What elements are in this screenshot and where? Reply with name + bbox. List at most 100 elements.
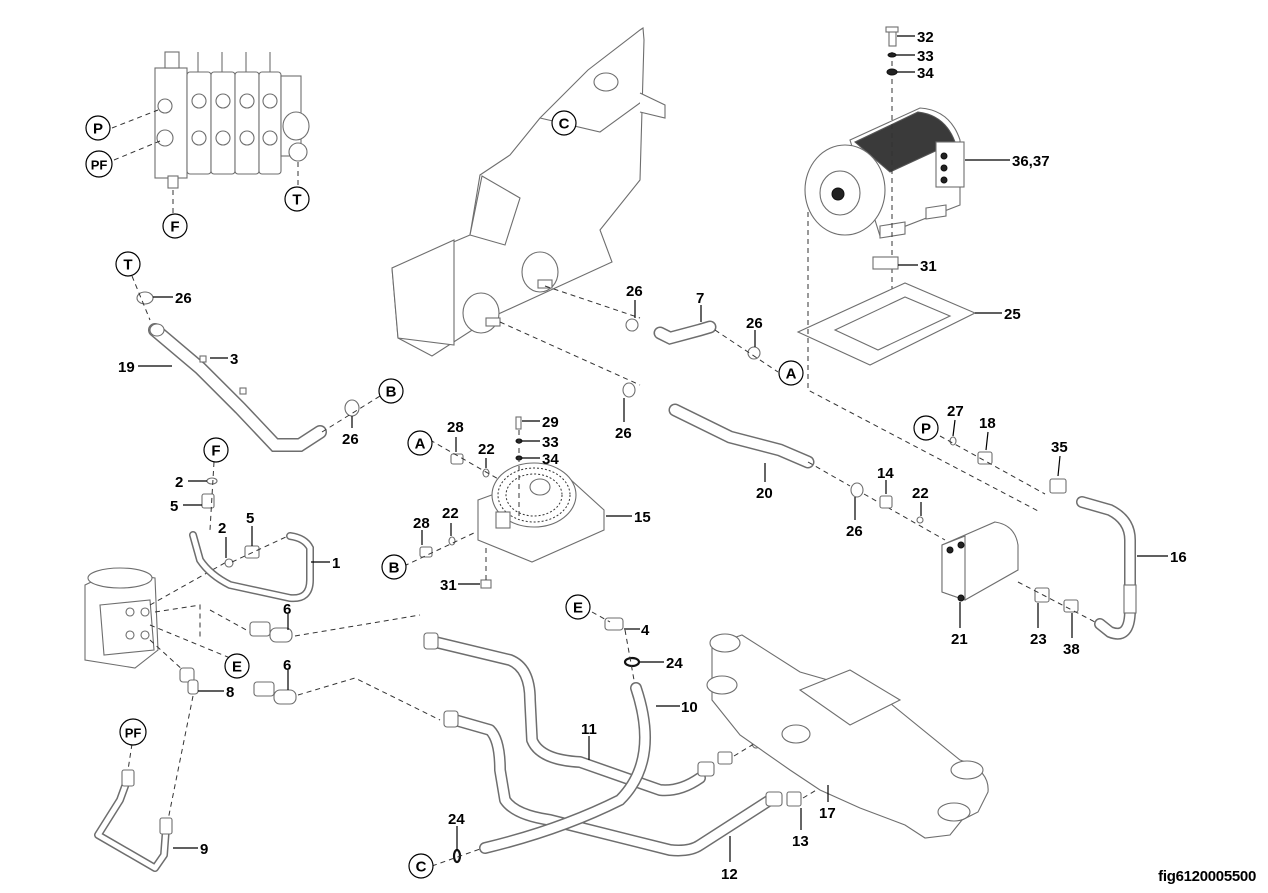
callout-12: 12 [721, 866, 738, 883]
hose-10 [479, 682, 651, 854]
elbow-6-b [253, 681, 297, 705]
svg-text:E: E [232, 659, 242, 676]
oring-2-b [224, 558, 234, 568]
ref-marker-P-pump: P [913, 415, 939, 441]
callout-2-top: 2 [175, 474, 183, 491]
callout-14: 14 [877, 465, 894, 482]
svg-text:B: B [389, 560, 400, 577]
ref-marker-A-hose7: A [778, 360, 804, 386]
callout-22-a: 22 [478, 441, 495, 458]
oil-cooler-fan [477, 462, 605, 563]
svg-text:C: C [416, 859, 427, 876]
svg-text:T: T [292, 192, 301, 209]
cooler-bolt-29 [515, 416, 523, 461]
clamp-26-e [622, 382, 636, 398]
hose-12 [443, 710, 783, 857]
callout-19: 19 [118, 359, 135, 376]
figure-id: fig6120005500 [1158, 868, 1256, 885]
clamp-24-a [623, 656, 641, 668]
steering-unit [84, 567, 159, 669]
clamp-26-b [344, 399, 360, 417]
ref-marker-T-hose19: T [115, 251, 141, 277]
motor-mounting-plate [796, 282, 977, 366]
ref-marker-PF-pipe9: PF [119, 718, 147, 746]
hose-20 [668, 403, 815, 469]
callout-13: 13 [792, 833, 809, 850]
callout-35: 35 [1051, 439, 1068, 456]
callout-6-b: 6 [283, 657, 291, 674]
callout-26-hose19-top: 26 [175, 290, 192, 307]
callout-36-37: 36,37 [1012, 153, 1050, 170]
elbow-8 [179, 667, 199, 695]
callouts: 32 33 34 36,37 31 25 26 19 3 26 26 7 26 … [118, 29, 1187, 883]
clamp-26-d [747, 346, 761, 360]
ref-marker-F-steer: F [203, 437, 229, 463]
callout-8: 8 [226, 684, 234, 701]
callout-5-top: 5 [170, 498, 178, 515]
fitting-4 [604, 617, 624, 631]
callout-11: 11 [581, 721, 597, 738]
ref-marker-P-valve: P [85, 115, 111, 141]
gear-pump [941, 521, 1019, 602]
ref-marker-B-cooler: B [381, 554, 407, 580]
oring-27 [949, 436, 957, 446]
fitting-14 [879, 495, 893, 509]
clamp-26-c [625, 318, 639, 332]
pipe-1 [189, 531, 314, 603]
svg-text:A: A [786, 366, 797, 383]
callout-10: 10 [681, 699, 698, 716]
callout-6-a: 6 [283, 601, 291, 618]
callout-26-hose19-bottom: 26 [342, 431, 359, 448]
callout-7: 7 [696, 290, 704, 307]
callout-31-cooler: 31 [440, 577, 457, 594]
svg-text:C: C [559, 116, 570, 133]
suction-hose-19 [148, 323, 327, 452]
ref-marker-E-fitting4: E [565, 594, 591, 620]
oring-22-a [482, 468, 490, 478]
callout-20: 20 [756, 485, 773, 502]
fitting-28-b [419, 546, 433, 558]
callout-2-mid: 2 [218, 520, 226, 537]
svg-text:P: P [93, 121, 103, 138]
callout-23: 23 [1030, 631, 1047, 648]
fitting-38 [1063, 599, 1079, 613]
callout-22-b: 22 [442, 505, 459, 522]
fitting-18 [977, 451, 993, 465]
pipe-9 [94, 769, 173, 872]
callout-17: 17 [819, 805, 836, 822]
callout-34: 34 [917, 65, 934, 82]
svg-text:A: A [415, 436, 426, 453]
hose-7 [653, 320, 717, 345]
ref-marker-T-valve: T [284, 186, 310, 212]
hydraulic-tank [391, 27, 666, 357]
oring-2-a [206, 477, 218, 485]
callout-9: 9 [200, 841, 208, 858]
callout-3: 3 [230, 351, 238, 368]
callout-26-hose7-right: 26 [746, 315, 763, 332]
hose-11 [423, 632, 715, 797]
callout-34-cooler: 34 [542, 451, 559, 468]
oring-22-c [916, 516, 924, 524]
callout-15: 15 [634, 509, 651, 526]
callout-26-hose20-right: 26 [846, 523, 863, 540]
ref-marker-C-hose10: C [408, 853, 434, 879]
oring-22-b [448, 536, 456, 546]
callout-32: 32 [917, 29, 934, 46]
pad-31 [872, 256, 899, 270]
ref-marker-C-tank: C [551, 110, 577, 136]
callout-5-mid: 5 [246, 510, 254, 527]
pipe-16 [1076, 496, 1137, 640]
svg-text:PF: PF [125, 726, 142, 741]
svg-text:PF: PF [91, 158, 108, 173]
callout-22-c: 22 [912, 485, 929, 502]
callout-38: 38 [1063, 641, 1080, 658]
ref-marker-B-hose19: B [378, 378, 404, 404]
callout-33: 33 [917, 48, 934, 65]
axle-beam [706, 633, 989, 839]
callout-21: 21 [951, 631, 968, 648]
ref-marker-PF-valve: PF [85, 150, 113, 178]
callout-28-b: 28 [413, 515, 430, 532]
callout-29: 29 [542, 414, 559, 431]
callout-18: 18 [979, 415, 996, 432]
